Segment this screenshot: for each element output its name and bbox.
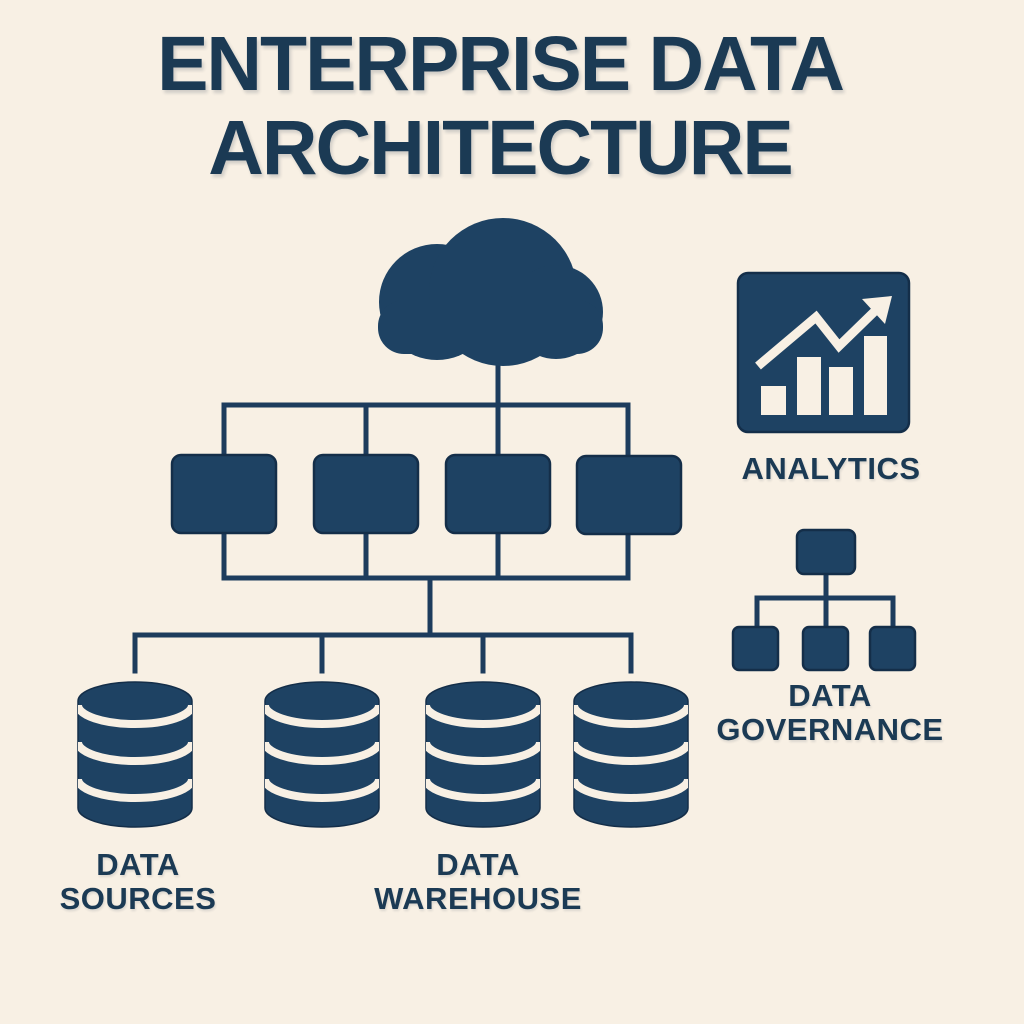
processing-nodes [170,453,683,536]
database-cylinder-icon [77,681,193,828]
sources-label-line-2: SOURCES [59,881,217,916]
bar-4 [864,336,887,415]
title-line-1: ENTERPRISE DATA [157,21,845,107]
node-box-3 [444,453,552,535]
governance-label-line-2: GOVERNANCE [716,712,944,747]
storage-connector-line [132,632,634,674]
governance-label-line-1: DATA [788,678,872,713]
hierarchy-child-box-2 [801,625,850,672]
cloud-icon [378,218,603,366]
analytics-label: ANALYTICS [741,451,921,486]
data-sources-label: DATA SOURCES [60,848,217,916]
hierarchy-icon [731,528,917,672]
hierarchy-parent-box [795,528,857,576]
warehouse-label-line-2: WAREHOUSE [374,881,582,916]
node-box-4 [575,454,683,536]
governance-label: DATA GOVERNANCE [716,679,943,747]
trend-line [755,306,880,370]
bar-2 [797,357,821,415]
trend-arrowhead [862,296,892,324]
bar-3 [829,367,853,415]
node-box-2 [312,453,420,535]
database-cylinder-icon [425,681,541,828]
sources-label-line-1: DATA [96,847,180,882]
data-warehouse-label: DATA WAREHOUSE [374,848,582,916]
warehouse-label-line-1: DATA [436,847,520,882]
bar-chart-trend-icon [736,271,911,434]
title-line-2: ARCHITECTURE [208,105,793,191]
hierarchy-child-box-3 [868,625,917,672]
page-title: ENTERPRISE DATA ARCHITECTURE [157,21,845,191]
database-cylinders [77,681,689,828]
hierarchy-child-box-1 [731,625,780,672]
node-box-1 [170,453,278,535]
database-cylinder-icon [573,681,689,828]
bar-1 [761,386,786,415]
database-cylinder-icon [264,681,380,828]
